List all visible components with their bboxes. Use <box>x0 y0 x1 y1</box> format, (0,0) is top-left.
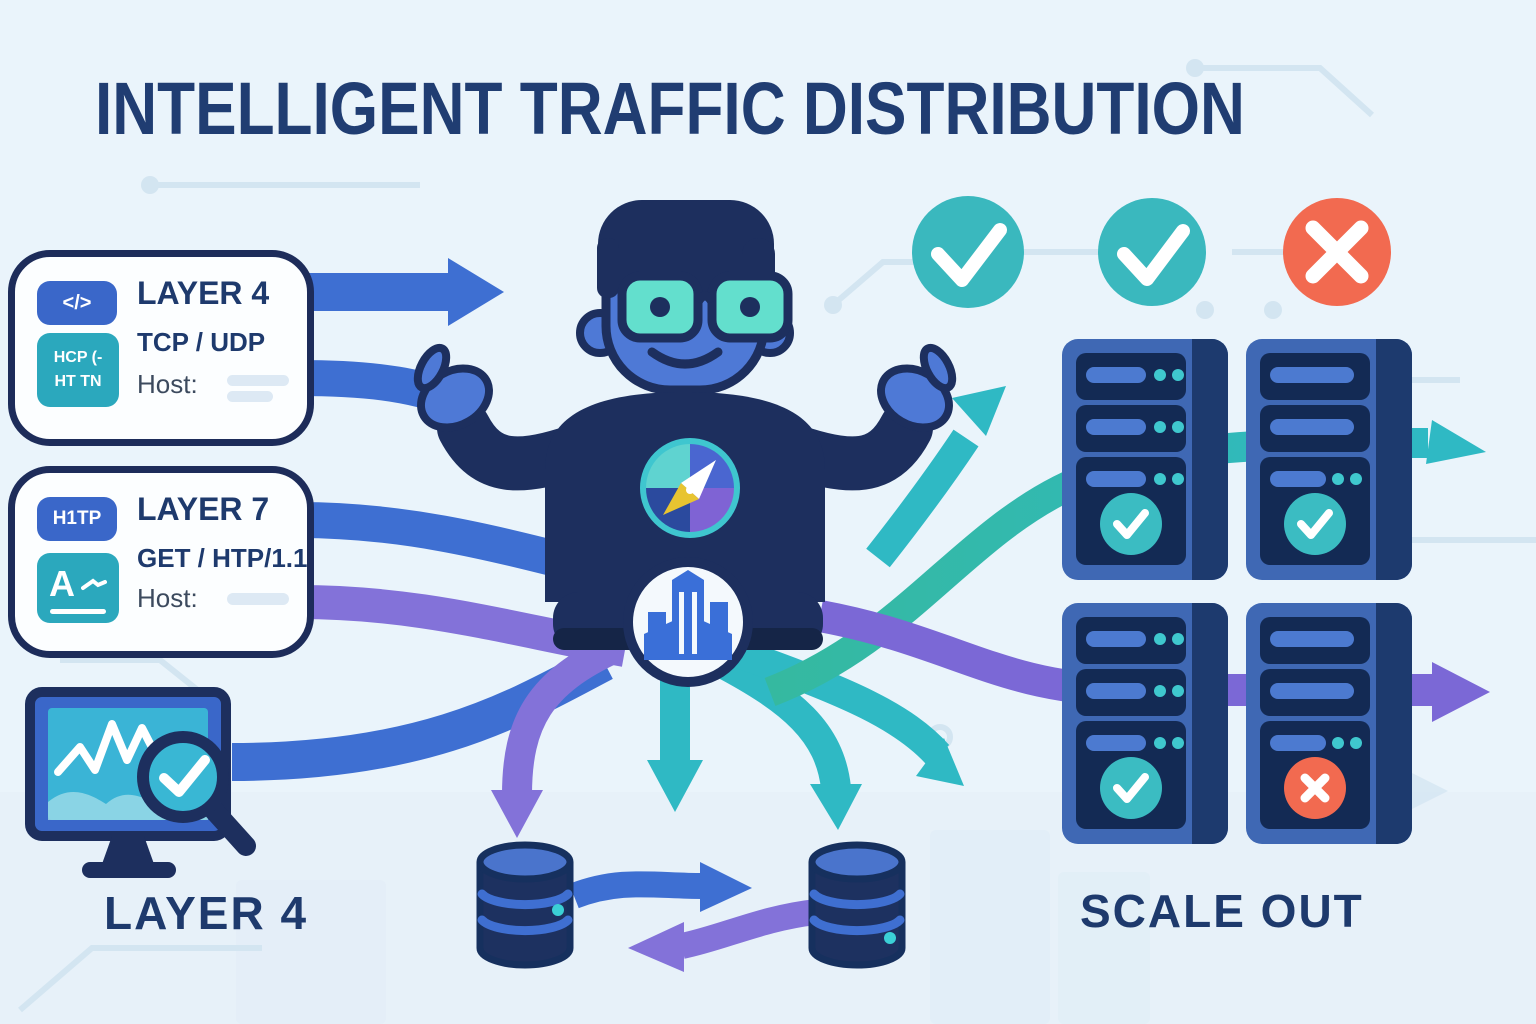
monitor-stand <box>102 836 154 864</box>
http-icon: H1TP <box>37 497 117 541</box>
layer7-request: GET / HTP/1.1 <box>137 543 308 573</box>
layer4-heading: LAYER 4 <box>137 275 270 311</box>
server-slot <box>1076 353 1186 400</box>
server-slot <box>1260 353 1370 400</box>
code-icon-glyph: </> <box>62 291 92 314</box>
host-placeholder-bar <box>227 391 273 402</box>
status-cross-icon <box>1284 757 1346 819</box>
page-title: INTELLIGENT TRAFFIC DISTRIBUTION <box>95 67 1245 150</box>
layer7-card: H1TP A LAYER 7 GET / HTP/1.1 Host: <box>8 466 314 658</box>
layer7-heading: LAYER 7 <box>137 491 270 527</box>
underline-bar <box>50 608 106 614</box>
circuit-nodes <box>141 59 1282 750</box>
server-slot <box>1076 405 1186 452</box>
db-sync-arrow-left <box>628 899 818 972</box>
content-icon: A <box>37 553 119 623</box>
protocol-icon-line1: HCP (- <box>53 349 103 366</box>
layer4-card: </> HCP (- HT TN LAYER 4 TCP / UDP Host: <box>8 250 314 446</box>
success-badge <box>912 196 1024 308</box>
server-slot <box>1260 617 1370 664</box>
protocol-icon: HCP (- HT TN <box>37 333 119 407</box>
monitor-base <box>82 862 176 878</box>
host-placeholder-bar <box>227 375 289 386</box>
database-cylinder <box>808 841 906 969</box>
server-slot <box>1260 669 1370 716</box>
status-check-icon <box>1100 757 1162 819</box>
letter-a-glyph: A <box>49 562 75 604</box>
magnifier-check-icon <box>137 731 256 856</box>
server-tower-healthy <box>1062 339 1228 580</box>
monitor-illustration <box>25 687 256 878</box>
http-icon-glyph: H1TP <box>52 508 102 529</box>
server-slot <box>1076 617 1186 664</box>
left-hand <box>413 343 493 432</box>
fanout-arrow-diagonal <box>730 637 964 786</box>
server-slot <box>1076 721 1186 829</box>
layer4-protocols: TCP / UDP <box>137 327 266 357</box>
server-tower-healthy <box>1062 603 1228 844</box>
database-cylinder <box>476 841 574 969</box>
status-check-icon <box>1100 493 1162 555</box>
check-icon <box>1117 224 1190 286</box>
host-placeholder-bar <box>227 593 289 605</box>
skyline-block <box>236 880 386 1024</box>
load-balancer-icon <box>623 557 753 687</box>
growth-arrow <box>866 386 1006 568</box>
skyline-block <box>930 830 1050 1024</box>
protocol-icon-line2: HT TN <box>54 373 102 390</box>
server-slot <box>1260 405 1370 452</box>
server-tower-unhealthy <box>1246 603 1412 844</box>
code-icon: </> <box>37 281 117 325</box>
status-check-icon <box>1284 493 1346 555</box>
check-icon <box>931 223 1007 287</box>
compass-badge-icon <box>640 438 740 538</box>
server-tower-healthy <box>1246 339 1412 580</box>
db-sync-arrow-right <box>569 862 752 912</box>
server-slot <box>1260 457 1370 565</box>
squiggle-icon <box>81 578 107 590</box>
fanout-arrow-purple <box>491 634 622 838</box>
right-hand <box>877 343 957 432</box>
cross-icon <box>1305 220 1369 284</box>
smile <box>647 347 723 369</box>
server-slot <box>1076 457 1186 565</box>
engineer-character <box>413 200 957 687</box>
layer4-arrow <box>298 258 504 326</box>
success-badge <box>1098 198 1206 306</box>
layer4-host-label: Host: <box>137 369 198 399</box>
fanout-arrow-teal-curve <box>712 648 862 830</box>
skyline-block <box>1058 872 1150 1024</box>
failure-badge <box>1283 198 1391 306</box>
server-slot <box>1076 669 1186 716</box>
server-slot <box>1260 721 1370 829</box>
layer7-host-label: Host: <box>137 583 198 613</box>
glasses-icon <box>617 271 793 343</box>
layer4-caption: LAYER 4 <box>104 887 309 939</box>
scale-out-caption: SCALE OUT <box>1080 885 1364 937</box>
